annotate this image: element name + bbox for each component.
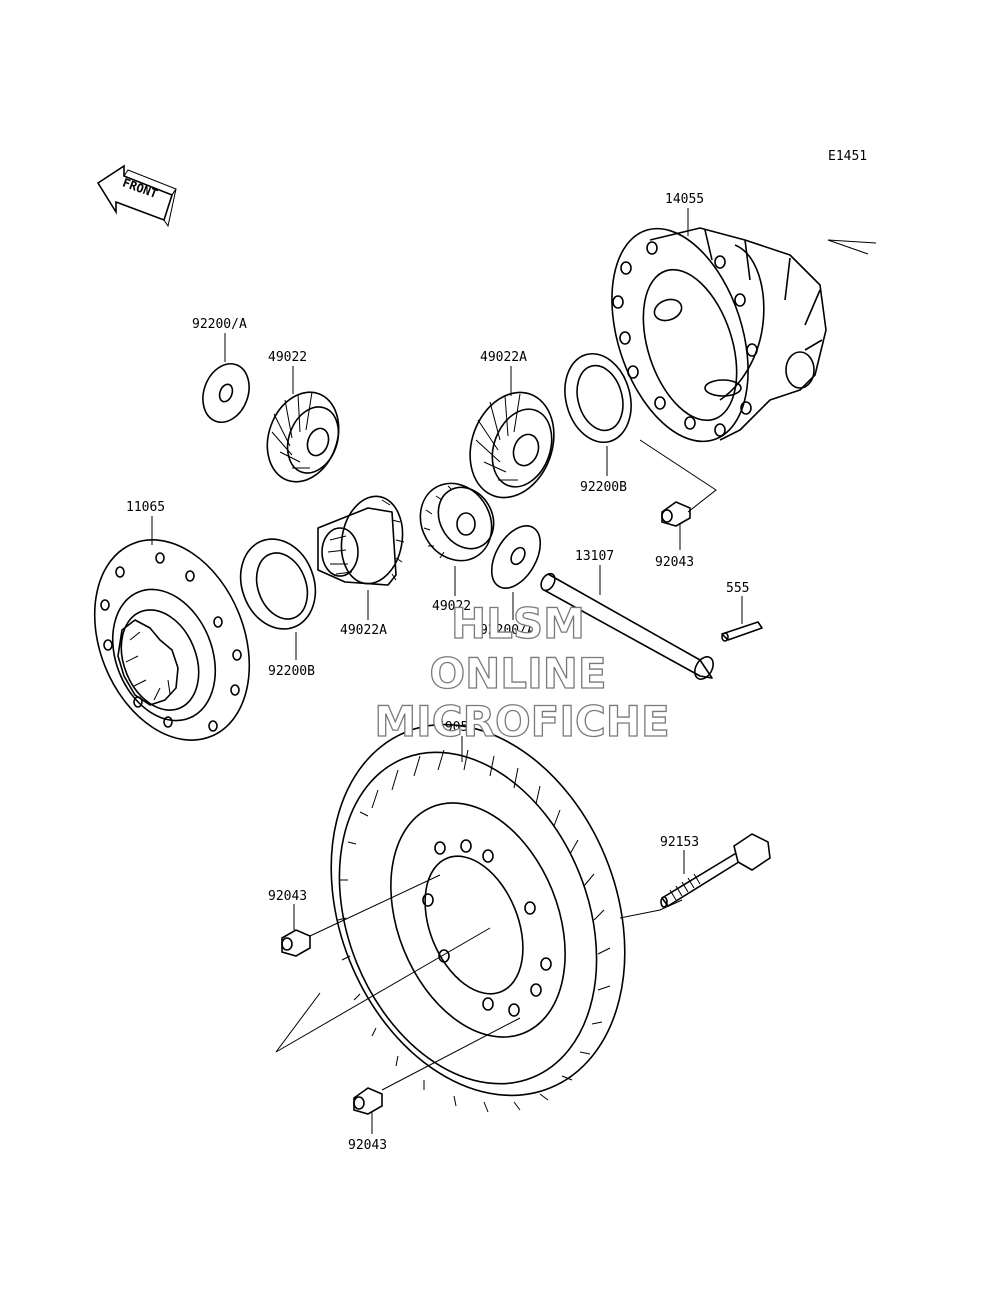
callout-92200a-top: 92200/A xyxy=(192,317,247,332)
callout-11065: 11065 xyxy=(126,500,165,515)
washer-92200b-left xyxy=(239,538,317,630)
watermark: HLSM ONLINE MICROFICHE xyxy=(374,598,671,746)
side-gear-49022a-bottom xyxy=(317,495,405,586)
case-cover-11065 xyxy=(93,539,251,741)
bolt-92153 xyxy=(660,833,771,908)
callout-92200b-right: 92200B xyxy=(580,480,627,495)
pinion-shaft-13107 xyxy=(540,572,714,680)
pinion-gear-49022-bottom xyxy=(419,482,495,562)
callout-92043-right: 92043 xyxy=(655,555,694,570)
callout-92153: 92153 xyxy=(660,835,699,850)
callout-14055: 14055 xyxy=(665,192,704,207)
callout-92200b-left: 92200B xyxy=(268,664,315,679)
washer-92200b-right xyxy=(564,352,632,444)
dowel-pin-92043-bottom xyxy=(353,1087,383,1115)
ring-gear-59057 xyxy=(275,723,683,1113)
callout-92043-bottom: 92043 xyxy=(348,1138,387,1153)
callout-49022a-bottom: 49022A xyxy=(340,623,387,638)
bevel-gear-49022a-top xyxy=(469,391,555,499)
callout-49022-bottom: 49022 xyxy=(432,599,471,614)
callout-49022a-top: 49022A xyxy=(480,350,527,365)
front-arrow-icon: FRONT xyxy=(96,164,177,228)
washer-92200a-top xyxy=(202,363,250,423)
bevel-gear-49022-top xyxy=(266,391,340,483)
watermark-line1: HLSM xyxy=(451,599,585,648)
callout-13107: 13107 xyxy=(575,549,614,564)
pin-555 xyxy=(721,621,763,642)
differential-case-14055 xyxy=(611,227,877,443)
callout-49022-top: 49022 xyxy=(268,350,307,365)
dowel-pin-92043-right xyxy=(661,501,691,527)
callout-555: 555 xyxy=(726,581,749,596)
washer-92200a-bottom xyxy=(490,525,542,589)
watermark-line3: MICROFICHE xyxy=(374,697,669,746)
callout-92200a-bottom: 92200/A xyxy=(480,623,535,638)
diagram-code: E1451 xyxy=(828,149,867,164)
dowel-pin-92043-left xyxy=(281,929,311,957)
callout-92043-left: 92043 xyxy=(268,889,307,904)
watermark-line2: ONLINE xyxy=(429,649,606,698)
callout-59057: 59057 xyxy=(437,720,476,735)
